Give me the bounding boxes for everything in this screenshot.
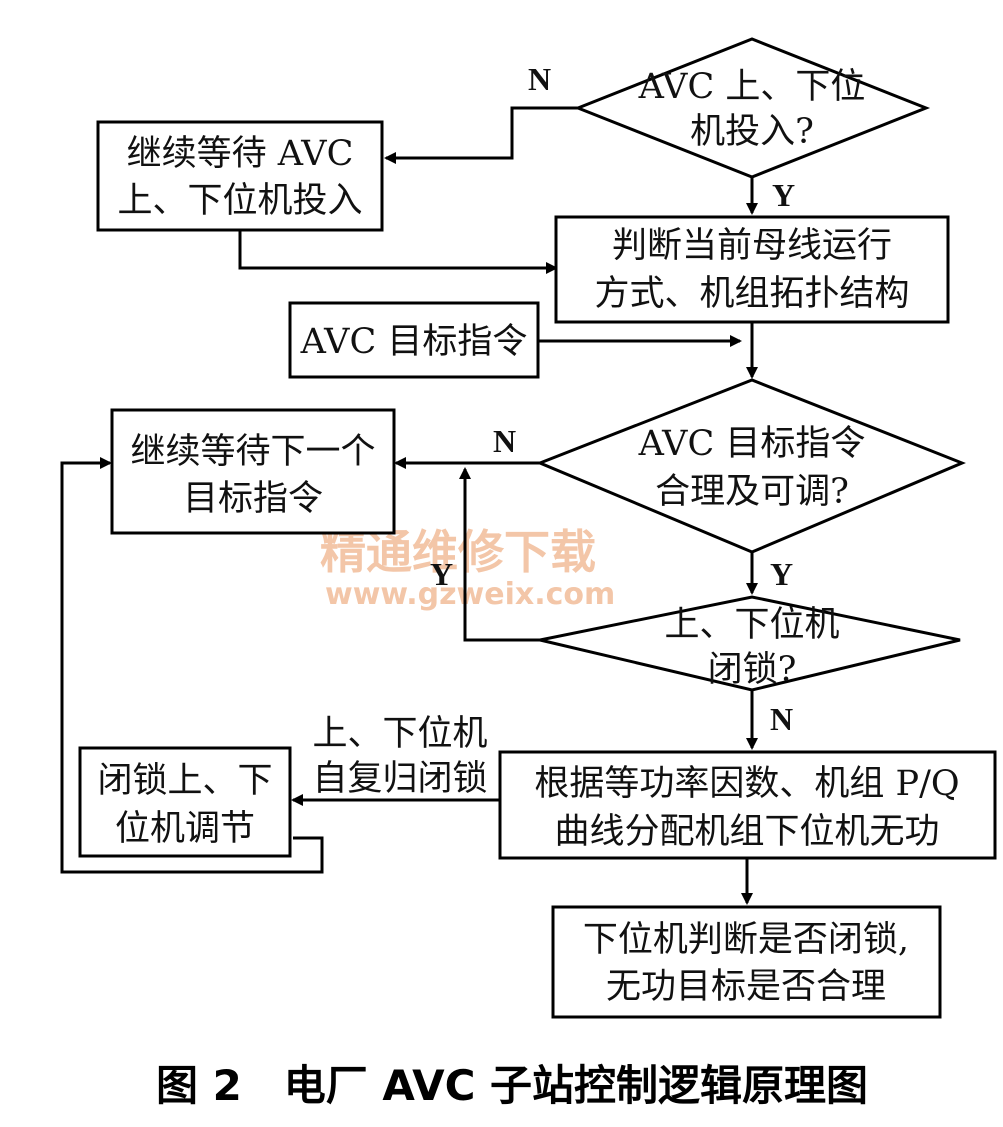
label-auto-reset-2: 自复归闭锁 — [312, 759, 487, 799]
box-wait-next-text1: 继续等待下一个 — [130, 432, 375, 472]
decision-lock-text1: 上、下位机 — [664, 605, 839, 645]
box-distribute-text1: 根据等功率因数、机组 P/Q — [534, 764, 959, 804]
box-wait-next-text2: 目标指令 — [183, 479, 323, 519]
box-lower-judge — [551, 905, 942, 1019]
box-wait-avc-text1: 继续等待 AVC — [127, 134, 354, 174]
figure-caption: 图 2 电厂 AVC 子站控制逻辑原理图 — [156, 1061, 868, 1110]
decision-lock — [539, 595, 961, 692]
box-avc-target-text: AVC 目标指令 — [300, 322, 528, 362]
label-d3-yes: Y — [430, 556, 453, 592]
box-wait-next — [110, 408, 396, 535]
box-lower-judge-text2: 无功目标是否合理 — [606, 967, 886, 1007]
box-lock-adjust-text2: 位机调节 — [115, 809, 255, 849]
box-wait-avc-text2: 上、下位机投入 — [117, 181, 362, 221]
decision-avc-online-text2: 机投入? — [690, 112, 814, 152]
label-d1-yes: Y — [772, 177, 795, 213]
box-judge-mode-text1: 判断当前母线运行 — [612, 226, 892, 266]
label-d2-yes: Y — [770, 556, 793, 592]
decision-target-valid-text2: 合理及可调? — [655, 472, 849, 512]
edge-d1-no — [384, 106, 578, 164]
label-d3-no: N — [770, 701, 793, 737]
box-distribute — [498, 750, 997, 860]
box-lock-adjust — [78, 746, 292, 858]
label-d2-no: N — [493, 423, 516, 459]
box-wait-avc — [96, 120, 384, 232]
edge-wait-to-judge — [238, 230, 558, 274]
decision-target-valid-text1: AVC 目标指令 — [638, 424, 866, 464]
box-distribute-text2: 曲线分配机组下位机无功 — [554, 812, 939, 852]
edge-d3-yes — [459, 467, 540, 642]
box-judge-mode-text2: 方式、机组拓扑结构 — [594, 274, 909, 314]
watermark-url: www.gzweix.com — [325, 577, 615, 612]
box-lower-judge-text1: 下位机判断是否闭锁, — [583, 920, 909, 960]
decision-avc-online — [573, 37, 931, 179]
decision-avc-online-text1: AVC 上、下位 — [638, 67, 866, 107]
box-lock-adjust-text1: 闭锁上、下 — [97, 761, 272, 801]
decision-target-valid — [536, 378, 966, 554]
box-avc-target — [288, 301, 540, 379]
edge-lock-loop — [60, 457, 324, 874]
label-auto-reset-1: 上、下位机 — [312, 714, 487, 754]
label-d1-no: N — [528, 61, 551, 97]
box-judge-mode — [554, 215, 950, 324]
decision-lock-text2: 闭锁? — [708, 650, 797, 690]
